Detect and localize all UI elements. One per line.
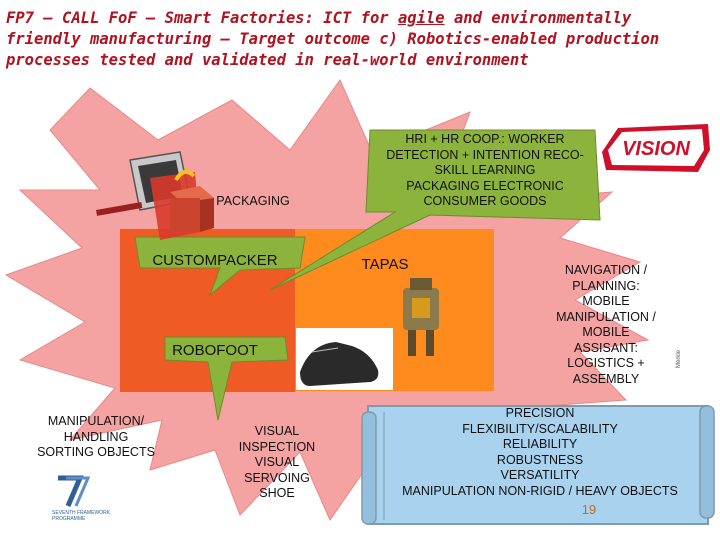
navigation-line: MOBILE xyxy=(582,294,630,308)
manipulation-line: SORTING OBJECTS xyxy=(37,445,155,459)
scroll-line: MANIPULATION NON-RIGID / HEAVY OBJECTS xyxy=(402,483,678,498)
hri-line: PACKAGING ELECTRONIC xyxy=(406,178,564,193)
manipulation-text-block: MANIPULATION/ HANDLING SORTING OBJECTS xyxy=(20,414,172,461)
package-box-icon xyxy=(170,169,214,232)
visual-text-block: VISUAL INSPECTION VISUAL SERVOING SHOE xyxy=(222,424,332,502)
visual-line: VISUAL xyxy=(254,455,300,469)
hri-line: HRI + HR COOP.: WORKER xyxy=(405,132,565,146)
page-number: 19 xyxy=(581,502,597,517)
callout-hri xyxy=(269,129,601,291)
fp7-caption: SEVENTH FRAMEWORK PROGRAMME xyxy=(52,510,111,522)
title-prefix: FP7 – CALL FoF – Smart Factories: ICT fo… xyxy=(6,9,398,27)
robofoot-label: ROBOFOOT xyxy=(172,342,258,359)
navigation-line: ASSEMBLY xyxy=(572,371,640,386)
vision-badge: VISION xyxy=(598,122,716,174)
fp7-logo-icon xyxy=(58,475,91,507)
scroll-banner xyxy=(361,405,715,525)
custompacker-label: CUSTOMPACKER xyxy=(152,252,278,269)
navigation-line: MANIPULATION / xyxy=(556,309,656,324)
packaging-label: PACKAGING xyxy=(216,194,290,208)
scroll-line: RELIABILITY xyxy=(502,437,578,451)
visual-line: SERVOING xyxy=(244,470,310,485)
hri-line: CONSUMER GOODS xyxy=(423,194,547,208)
slide-title: FP7 – CALL FoF – Smart Factories: ICT fo… xyxy=(6,8,714,71)
callout-robofoot xyxy=(164,336,289,421)
navigation-line: ASSISANT: xyxy=(574,340,638,355)
scroll-text-block: PRECISION FLEXIBILITY/SCALABILITY RELIAB… xyxy=(380,406,700,499)
visual-line: SHOE xyxy=(259,486,295,500)
visual-line: INSPECTION xyxy=(238,439,316,454)
scroll-line: FLEXIBILITY/SCALABILITY xyxy=(462,421,618,436)
callout-custompacker xyxy=(134,236,306,297)
hri-line: DETECTION + INTENTION RECO- xyxy=(386,147,584,162)
vertical-credit-text: Merkle xyxy=(676,349,682,368)
scroll-line: ROBUSTNESS xyxy=(496,452,584,467)
tapas-label: TAPAS xyxy=(361,256,409,273)
title-agile: agile xyxy=(397,9,445,27)
title-suffix: and environmentally friendly manufacturi… xyxy=(6,9,660,69)
navigation-line: NAVIGATION / xyxy=(564,263,648,277)
manipulation-line: HANDLING xyxy=(63,429,129,444)
shoe-icon xyxy=(300,342,379,386)
visual-line: VISUAL xyxy=(254,424,300,438)
navigation-text-block: NAVIGATION / PLANNING: MOBILE MANIPULATI… xyxy=(536,263,676,387)
manipulation-line: MANIPULATION/ xyxy=(47,414,145,428)
scroll-line: PRECISION xyxy=(505,406,575,420)
fp7-logo: SEVENTH FRAMEWORK PROGRAMME xyxy=(52,470,110,530)
navigation-line: PLANNING: xyxy=(572,278,640,293)
hri-line: SKILL LEARNING xyxy=(434,163,536,177)
scroll-line: VERSATILITY xyxy=(500,468,580,482)
vision-label: VISION xyxy=(622,138,690,160)
hri-text-block: HRI + HR COOP.: WORKER DETECTION + INTEN… xyxy=(360,132,610,210)
navigation-line: LOGISTICS + xyxy=(567,356,645,370)
robot-icon xyxy=(403,278,439,356)
navigation-line: MOBILE xyxy=(582,325,630,339)
